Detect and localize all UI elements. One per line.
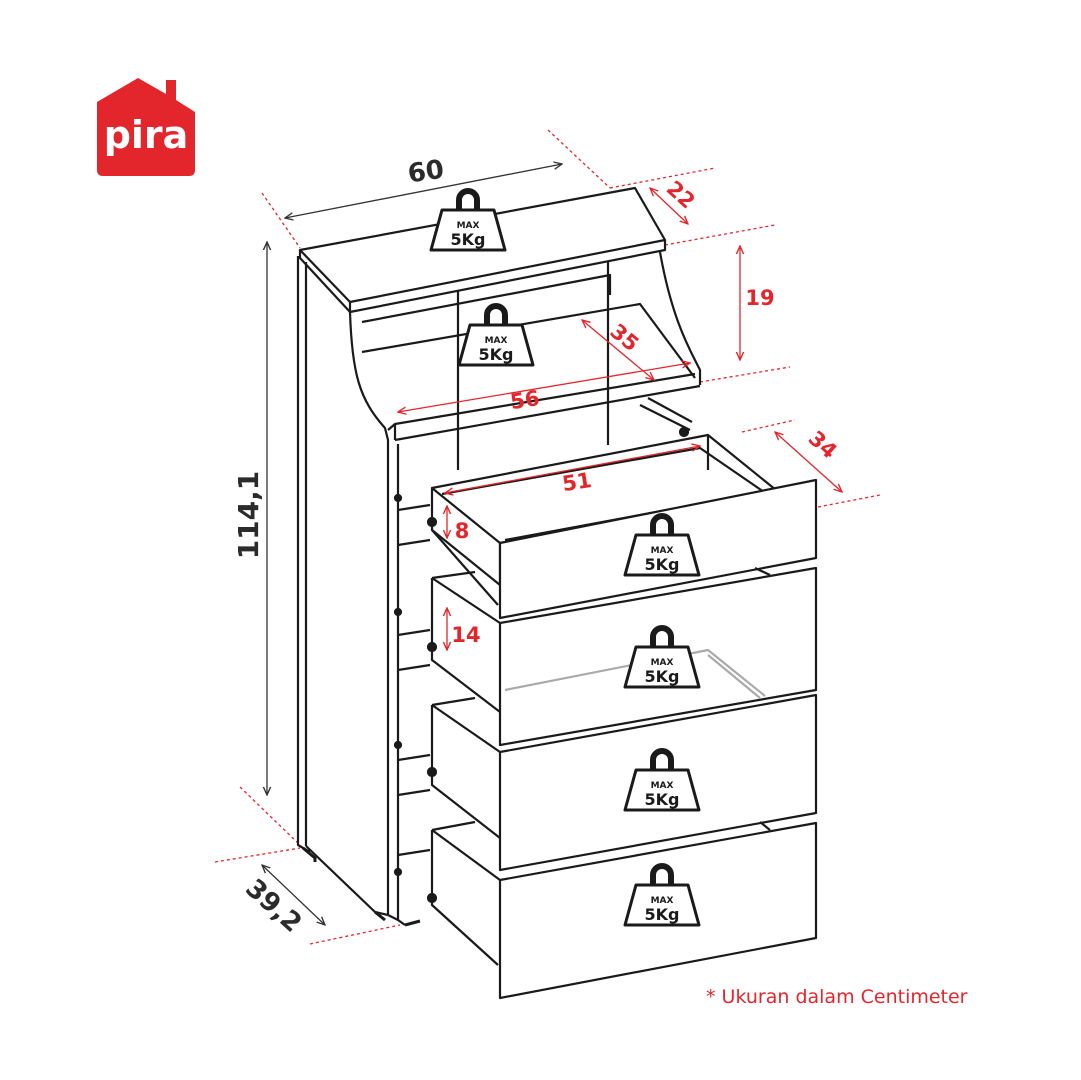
detail-dimension-lines bbox=[398, 188, 842, 650]
drawer-depth-label: 34 bbox=[804, 426, 842, 463]
drawer-width-label: 51 bbox=[561, 468, 594, 496]
weight-value-label: 5Kg bbox=[479, 345, 514, 364]
weight-icon: MAX 5Kg bbox=[625, 516, 699, 575]
weight-value-label: 5Kg bbox=[645, 667, 680, 686]
extension-lines bbox=[214, 129, 881, 945]
weight-max-label: MAX bbox=[457, 221, 480, 231]
weight-icon: MAX 5Kg bbox=[625, 628, 699, 687]
top-depth-label: 22 bbox=[662, 176, 700, 213]
weight-max-label: MAX bbox=[651, 546, 674, 556]
shelf-width-label: 56 bbox=[509, 386, 542, 414]
depth-label: 39,2 bbox=[239, 873, 307, 938]
weight-icon: MAX 5Kg bbox=[625, 866, 699, 925]
weight-value-label: 5Kg bbox=[645, 790, 680, 809]
drawer-small-height-label: 8 bbox=[455, 519, 470, 543]
weight-value-label: 5Kg bbox=[645, 555, 680, 574]
overall-dimension-lines bbox=[262, 164, 562, 925]
brand-logo: pira bbox=[97, 78, 195, 176]
weight-value-label: 5Kg bbox=[451, 230, 486, 249]
weight-icon: MAX 5Kg bbox=[459, 306, 533, 365]
weight-max-label: MAX bbox=[485, 336, 508, 346]
dresser-drawing bbox=[296, 186, 818, 1000]
weight-max-label: MAX bbox=[651, 896, 674, 906]
brand-name: pira bbox=[104, 113, 189, 157]
height-label: 114,1 bbox=[232, 471, 265, 560]
shelf-depth-label: 35 bbox=[606, 319, 644, 356]
weight-icon: MAX 5Kg bbox=[625, 751, 699, 810]
unit-note: * Ukuran dalam Centimeter bbox=[706, 986, 968, 1008]
shelf-height-label: 19 bbox=[745, 286, 774, 310]
weight-value-label: 5Kg bbox=[645, 905, 680, 924]
weight-max-label: MAX bbox=[651, 781, 674, 791]
weight-max-label: MAX bbox=[651, 658, 674, 668]
width-label: 60 bbox=[406, 155, 446, 190]
drawer-large-height-label: 14 bbox=[451, 623, 480, 647]
weight-icon: MAX 5Kg bbox=[431, 191, 505, 250]
